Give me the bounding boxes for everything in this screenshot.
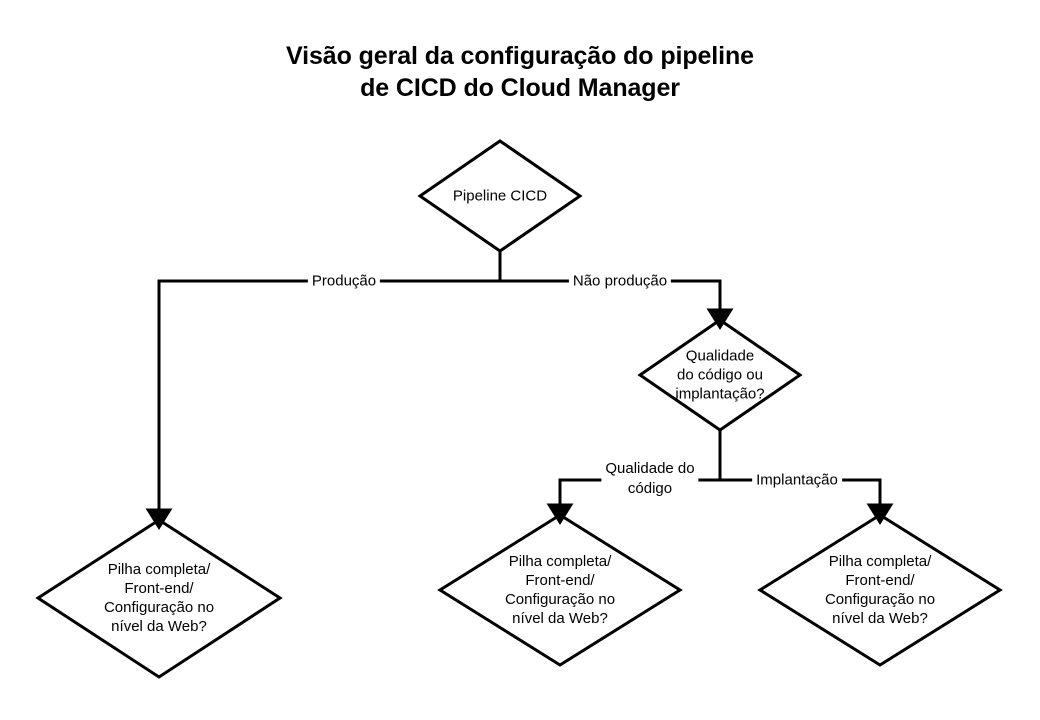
edge-label-implantacao: Implantação (752, 470, 842, 490)
node-stack-right[interactable] (757, 513, 1003, 667)
edge-label-line: Não produção (572, 272, 668, 290)
page-title-line-1: Visão geral da configuração do pipeline (286, 42, 754, 70)
edge-label-line: Produção (311, 272, 377, 290)
node-stack-middle[interactable] (437, 513, 683, 667)
edge-producao (145, 279, 500, 530)
edge-label-nao-producao: Não produção (568, 271, 672, 291)
page-title-line-2: de CICD do Cloud Manager (360, 74, 680, 102)
node-quality-or-deploy[interactable] (637, 318, 803, 432)
edge-label-line: Implantação (756, 471, 838, 489)
edge-label-producao: Produção (307, 271, 381, 291)
edge-label-qualidade-codigo: Qualidade do código (601, 459, 699, 499)
edge-label-line: código (627, 480, 673, 497)
node-pipeline-cicd[interactable] (417, 139, 583, 253)
node-stack-left[interactable] (35, 518, 283, 679)
edge-label-line: Qualidade do (605, 460, 695, 477)
page-title: Visão geral da configuração do pipeline … (0, 40, 1040, 104)
